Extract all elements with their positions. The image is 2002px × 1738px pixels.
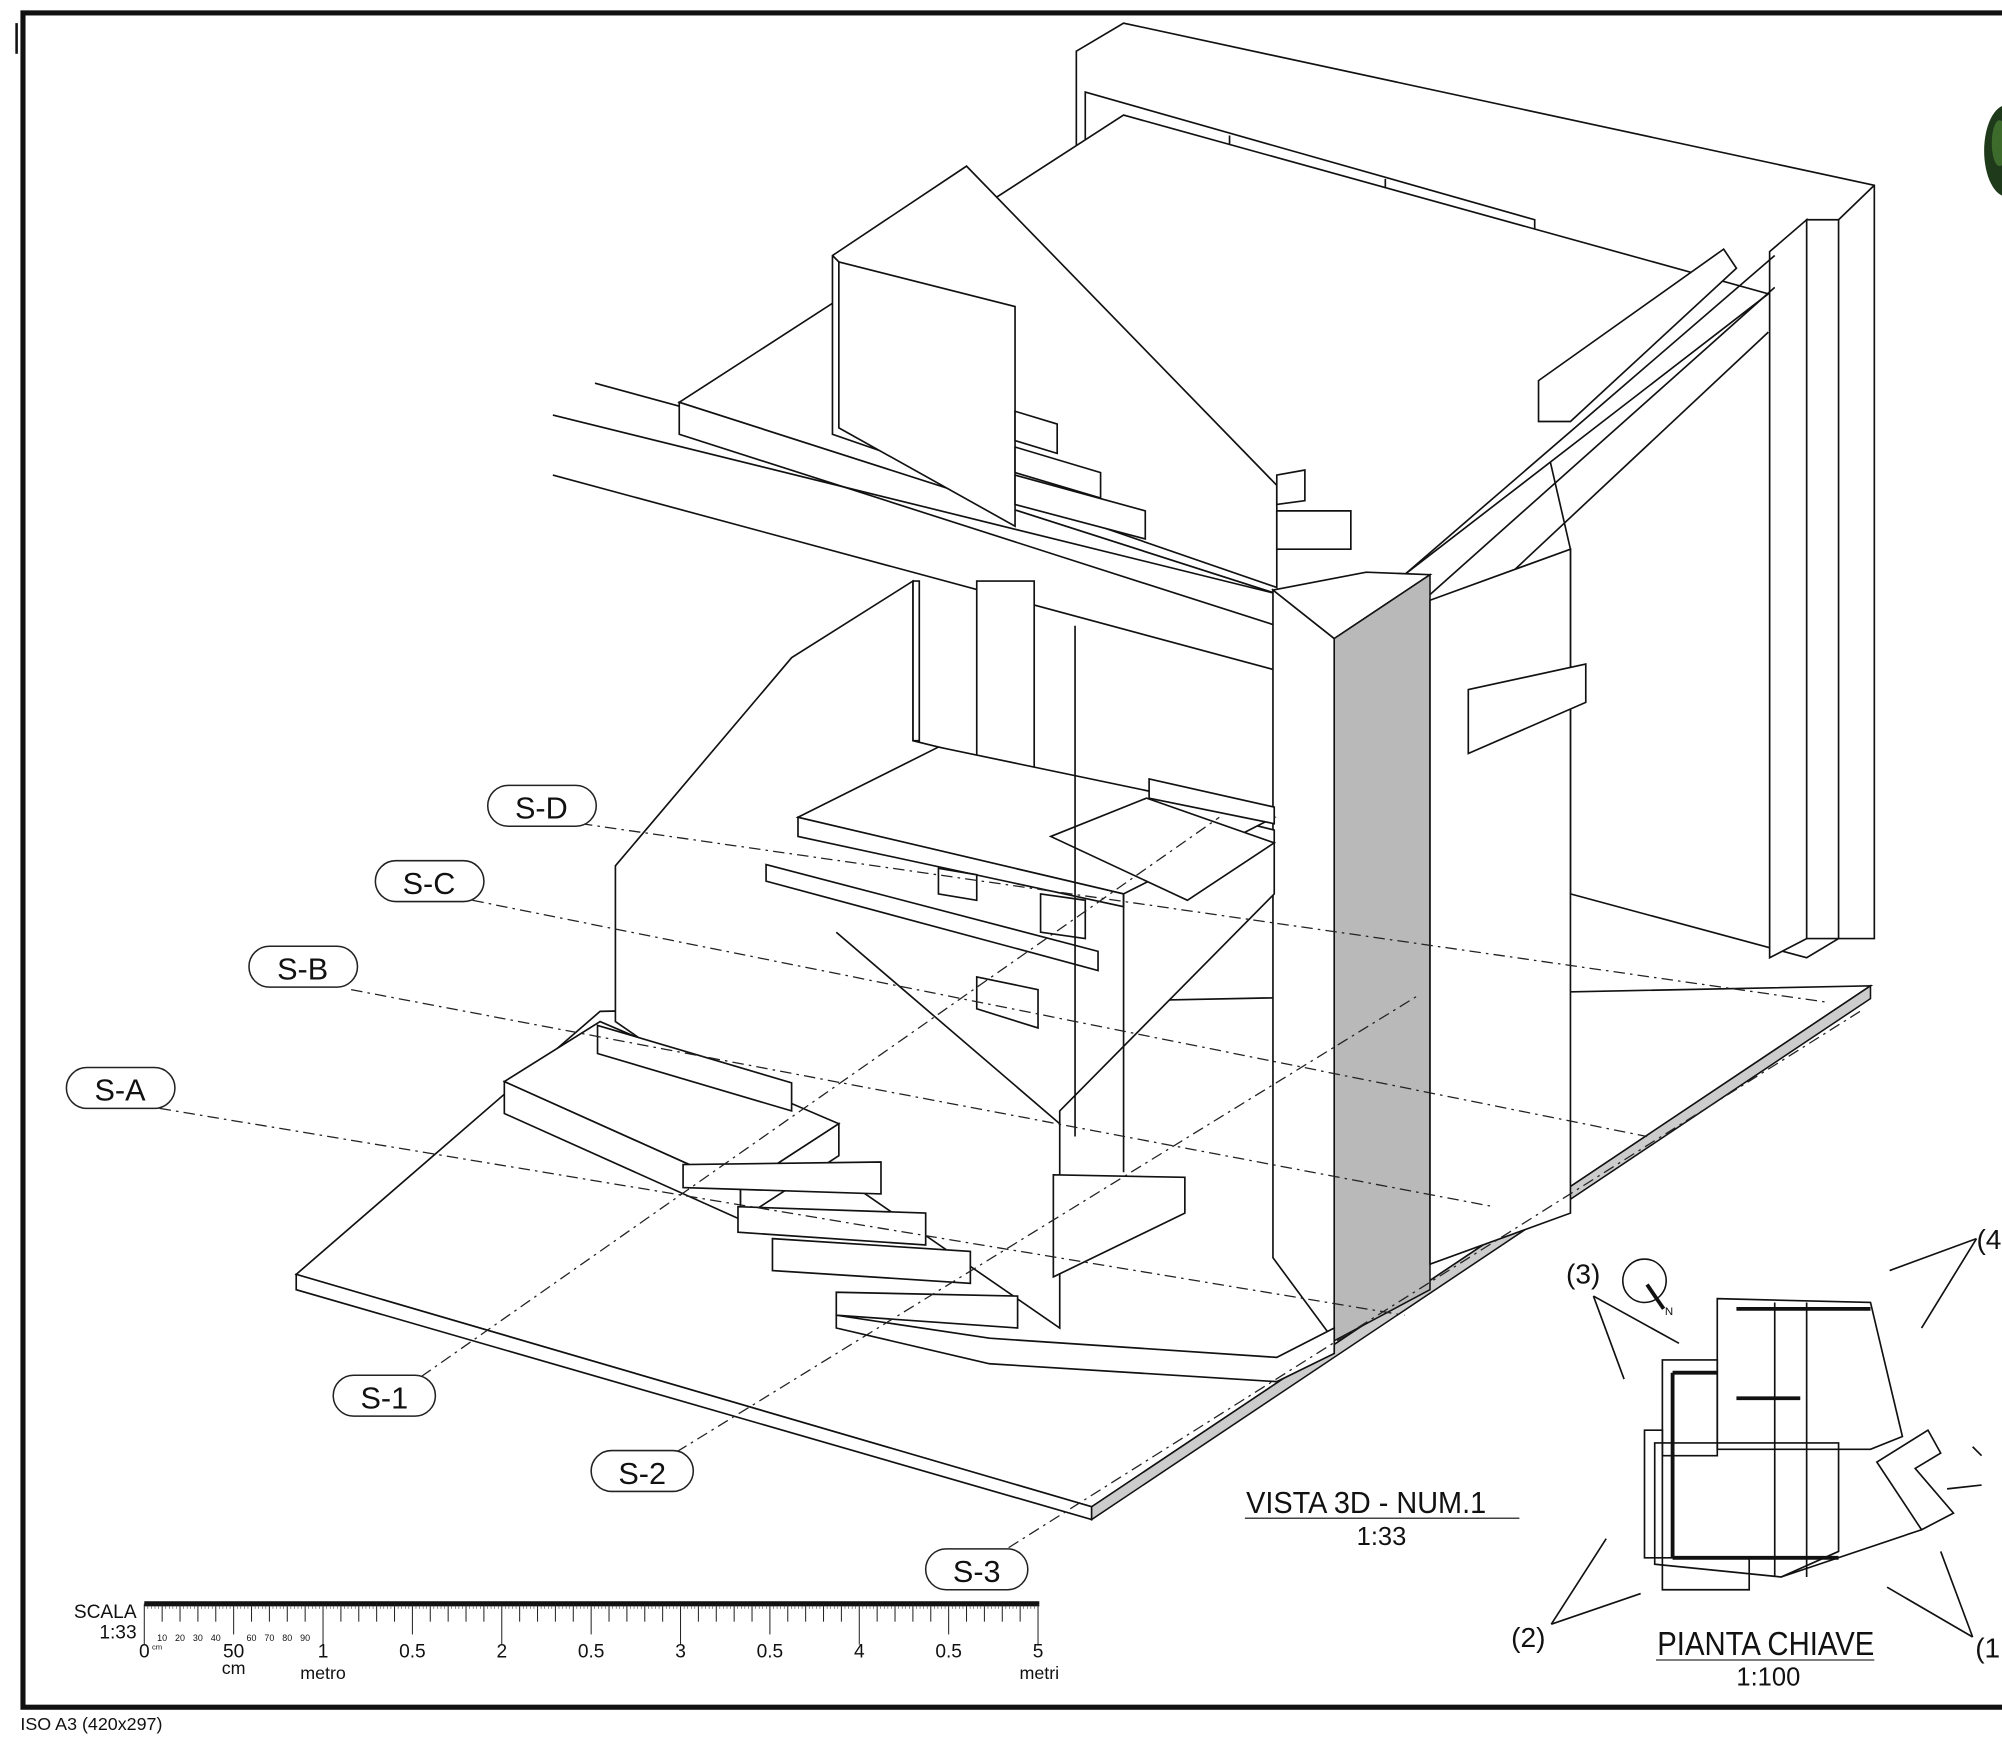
scale-unit-metri: metri (1019, 1663, 1059, 1683)
section-tag-s-b[interactable]: S-B (248, 945, 359, 988)
key-plan-title: PIANTA CHIAVE (1657, 1626, 1874, 1663)
callout-3: (3) (1566, 1258, 1600, 1289)
north-arrow-icon: N (1622, 1258, 1673, 1318)
callout-1: (1 (1975, 1632, 2000, 1663)
scale-cm-label: 90 (300, 1633, 310, 1643)
scale-major-label: 0.5 (399, 1641, 426, 1662)
scale-cm-label: 10 (157, 1633, 167, 1643)
scale-unit-metro: metro (300, 1663, 346, 1683)
north-label: N (1665, 1306, 1673, 1318)
sheet-border (20, 10, 2002, 1710)
view-scale: 1:33 (1357, 1523, 1407, 1551)
tree-icon (1984, 105, 2002, 196)
callout-2: (2) (1511, 1622, 1545, 1653)
scale-bar-title: SCALA (74, 1602, 137, 1623)
scale-half-label: 50 (223, 1641, 244, 1662)
shaded-column-face (1333, 573, 1431, 1343)
scale-major-label: 4 (854, 1641, 865, 1662)
scale-cm-label: 80 (282, 1633, 292, 1643)
section-lines (159, 816, 1865, 1549)
scale-bar-ratio: 1:33 (99, 1622, 136, 1643)
scale-cm-label: 20 (175, 1633, 185, 1643)
scale-major-label: 2 (496, 1641, 507, 1662)
section-tag-label: S-D (515, 792, 568, 826)
scale-cm-label: 70 (264, 1633, 274, 1643)
section-tag-s-1[interactable]: S-1 (332, 1374, 437, 1417)
scale-ticks (143, 1603, 1039, 1645)
section-tag-label: S-2 (618, 1457, 666, 1491)
scale-half-unit: cm (222, 1658, 246, 1678)
section-tag-label: S-B (277, 952, 328, 986)
key-plan-scale: 1:100 (1736, 1664, 1800, 1692)
section-tag-label: S-3 (953, 1555, 1001, 1589)
section-tag-label: S-A (94, 1074, 146, 1108)
section-tag-s-a[interactable]: S-A (65, 1066, 176, 1110)
scale-cm-unit: cm (152, 1643, 162, 1652)
scale-major-label: 1 (318, 1641, 329, 1662)
callout-4: (4 (1976, 1224, 2001, 1255)
scale-major-label: 0.5 (757, 1641, 784, 1662)
section-tag-s-2[interactable]: S-2 (590, 1449, 695, 1493)
scale-cm-label: 40 (211, 1633, 221, 1643)
scale-major-label: 5 (1033, 1641, 1044, 1662)
section-tag-label: S-1 (360, 1381, 408, 1415)
scale-major-label: 0.5 (578, 1641, 605, 1662)
section-tag-s-3[interactable]: S-3 (924, 1548, 1029, 1591)
section-tag-s-c[interactable]: S-C (374, 859, 485, 903)
scale-cm-label: 60 (247, 1633, 257, 1643)
scale-major-label: 0.5 (935, 1641, 962, 1662)
scale-cm-label: 30 (193, 1633, 203, 1643)
scale-major-label: 3 (675, 1641, 686, 1662)
key-plan (1550, 1237, 1983, 1638)
view-title: VISTA 3D - NUM.1 (1246, 1486, 1486, 1520)
stair-3d-view (294, 22, 1876, 1521)
scale-bar: SCALA 1:33 10 20 30 40 60 70 80 90 0 1 0.5 2 0.5 3 0.… (74, 1601, 1059, 1683)
section-tag-s-d[interactable]: S-D (486, 784, 598, 827)
section-tag-label: S-C (403, 867, 456, 901)
scale-major-label: 0 (139, 1641, 150, 1662)
sheet-format-label: ISO A3 (420x297) (20, 1714, 162, 1734)
